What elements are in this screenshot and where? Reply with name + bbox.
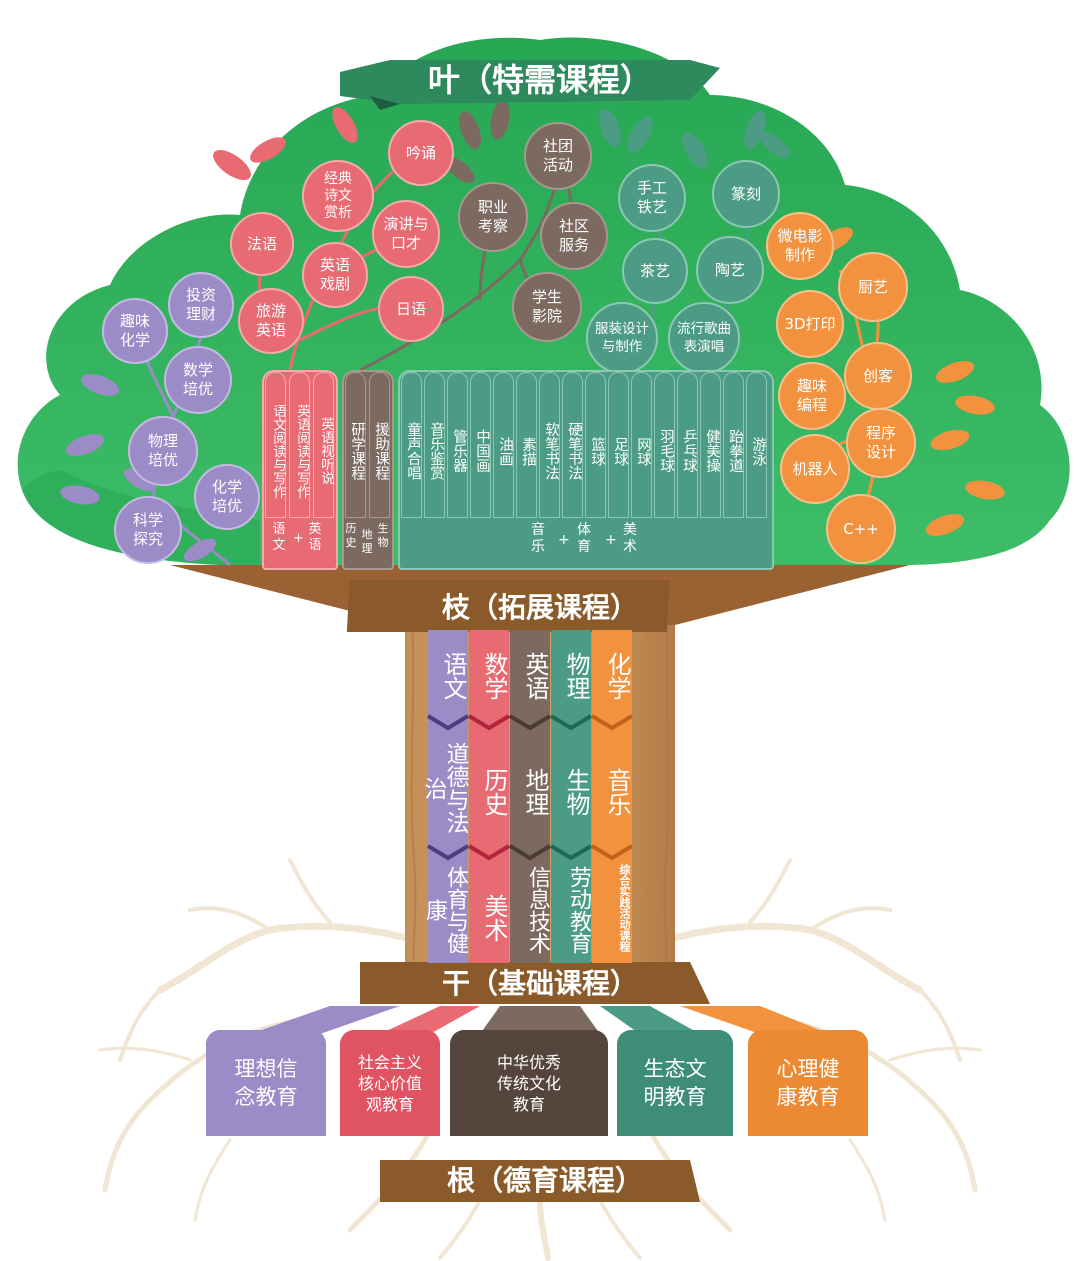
branch-course-teal: 跆拳道 [723, 372, 744, 518]
trunk-subject: 数学 [480, 652, 508, 700]
leaf-node-brown: 社区 服务 [540, 202, 608, 270]
trunk-subject: 物理 [562, 652, 590, 700]
leaf-node-teal: 茶艺 [622, 238, 688, 304]
branch-course-teal: 软笔书法 [539, 372, 560, 518]
leaf-node-orange: 趣味 编程 [778, 362, 846, 430]
trunk-subject-column-orange [592, 630, 632, 963]
branch-course-teal: 油画 [493, 372, 514, 518]
leaf-node-red: 经典 诗文 赏析 [302, 160, 374, 232]
leaf-node-red: 吟诵 [388, 120, 454, 186]
leaf-node-red: 法语 [230, 212, 294, 276]
leaf-node-purple: 科学 探究 [114, 496, 182, 564]
leaf-node-red: 日语 [378, 276, 444, 342]
trunk-subject-column-brown [510, 630, 550, 963]
branch-course-teal: 游泳 [746, 372, 767, 518]
trunk-subject: 地理 [521, 768, 549, 816]
leaf-node-orange: 创客 [844, 342, 912, 410]
leaf-node-teal: 篆刻 [712, 160, 780, 228]
trunk-subject: 综合实践活动课程 [618, 864, 631, 952]
leaf-node-teal: 流行歌曲 表演唱 [668, 302, 740, 374]
branch-course-red: 语文阅读与写作 [265, 372, 286, 518]
branch-course-teal: 音乐鉴赏 [424, 372, 445, 518]
root-title: 根（德育课程） [446, 1164, 643, 1197]
trunk-subject-column-red [469, 630, 509, 963]
trunk-subject: 美术 [480, 894, 508, 942]
branch-course-red: 英语阅读与写作 [289, 372, 310, 518]
leaf-node-orange: 微电影 制作 [766, 212, 834, 280]
trunk-title: 干（基础课程） [441, 967, 638, 1000]
trunk-subject: 道德与法治 [420, 742, 468, 834]
branch-title: 枝（拓展课程） [441, 591, 638, 624]
decorative-leaves [60, 100, 1005, 562]
leaf-node-orange: C++ [826, 494, 896, 564]
trunk-subject-column-teal [551, 630, 591, 963]
root-box-purple: 理想信 念教育 [206, 1030, 326, 1136]
trunk-subject: 劳动教育 [566, 866, 591, 954]
branch-band-red: 语文 + 英语 [272, 522, 322, 553]
leaf-node-teal: 服装设计 与制作 [586, 302, 658, 374]
root-box-brown: 中华优秀 传统文化 教育 [450, 1030, 608, 1136]
leaf-node-red: 英语 戏剧 [302, 242, 368, 308]
leaf-node-teal: 陶艺 [696, 236, 764, 304]
trunk-subject: 音乐 [603, 768, 631, 816]
root-box-teal: 生态文 明教育 [617, 1030, 733, 1136]
branch-course-teal: 中国画 [470, 372, 491, 518]
root-box-orange: 心理健 康教育 [748, 1030, 868, 1136]
branch-course-teal: 童声合唱 [401, 372, 422, 518]
leaf-node-orange: 机器人 [780, 434, 850, 504]
leaf-node-orange: 3D打印 [776, 290, 844, 358]
leaf-node-purple: 化学 培优 [194, 464, 260, 530]
branch-course-red: 英语视听说 [313, 372, 334, 518]
leaf-node-brown: 社团 活动 [524, 122, 592, 190]
branch-course-brown: 援助课程 [369, 372, 390, 518]
trunk-subject: 化学 [603, 652, 631, 700]
trunk-subject: 信息技术 [525, 866, 550, 954]
leaf-node-purple: 物理 培优 [128, 416, 198, 486]
trunk-subject: 体育与健康 [422, 866, 468, 954]
branch-course-teal: 篮球 [585, 372, 606, 518]
trunk-subject: 历史 [480, 768, 508, 816]
branch-course-teal: 足球 [608, 372, 629, 518]
leaf-node-teal: 手工 铁艺 [618, 164, 686, 232]
leaf-node-orange: 厨艺 [838, 252, 908, 322]
leaf-node-orange: 程序 设计 [846, 408, 916, 478]
leaf-node-purple: 数学 培优 [164, 346, 232, 414]
leaf-node-red: 旅游 英语 [238, 288, 304, 354]
trunk-subject: 语文 [439, 652, 467, 700]
trunk-subject: 英语 [521, 652, 549, 700]
branch-course-teal: 羽毛球 [654, 372, 675, 518]
root-box-red: 社会主义 核心价值 观教育 [340, 1030, 440, 1136]
branch-course-teal: 健美操 [700, 372, 721, 518]
leaf-title: 叶（特需课程） [427, 61, 652, 99]
branch-course-brown: 研学课程 [345, 372, 366, 518]
leaf-node-purple: 趣味 化学 [102, 298, 168, 364]
leaf-node-brown: 职业 考察 [458, 182, 528, 252]
branch-course-teal: 素描 [516, 372, 537, 518]
leaf-node-purple: 投资 理财 [168, 272, 234, 338]
trunk-subject: 生物 [562, 768, 590, 816]
branch-course-teal: 网球 [631, 372, 652, 518]
leaf-node-red: 演讲与 口才 [372, 200, 440, 268]
branch-course-teal: 硬笔书法 [562, 372, 583, 518]
branch-band-teal: 音乐 + 体育 + 美术 [531, 522, 637, 555]
trunk-subject-column-purple [428, 630, 468, 963]
branch-course-teal: 乒乓球 [677, 372, 698, 518]
leaf-node-brown: 学生 影院 [512, 272, 582, 342]
branch-course-teal: 管乐器 [447, 372, 468, 518]
branch-band-brown: 历史 地理 生物 [345, 522, 389, 555]
